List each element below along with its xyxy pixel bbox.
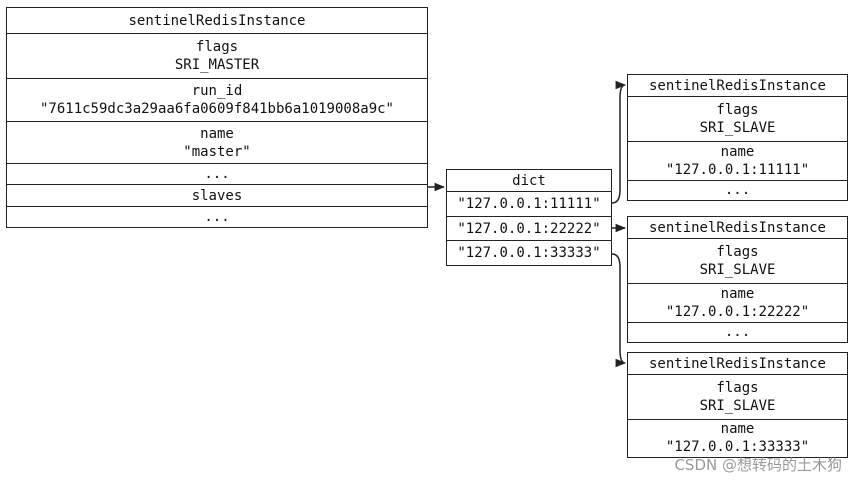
master-ellipsis-cell-2: ...: [7, 207, 427, 226]
slave-2-flags-value: SRI_SLAVE: [699, 262, 776, 278]
dict-box: dict "127.0.0.1:11111" "127.0.0.1:22222"…: [446, 169, 612, 266]
slave-1-ellipsis-cell: ...: [628, 181, 847, 199]
slave-3-name-cell: name "127.0.0.1:33333": [628, 420, 847, 456]
master-title-cell: sentinelRedisInstance: [7, 8, 427, 34]
slave-3-flags-cell: flags SRI_SLAVE: [628, 375, 847, 420]
slave-2-name-cell: name "127.0.0.1:22222": [628, 284, 847, 323]
dict-entry-3: "127.0.0.1:33333": [447, 241, 611, 264]
slave-3-name-label: name: [720, 421, 755, 437]
slave-1-title: sentinelRedisInstance: [648, 77, 826, 94]
slave-3-flags-value: SRI_SLAVE: [699, 398, 776, 414]
slave-3-title: sentinelRedisInstance: [648, 355, 826, 372]
dict-entry-2-key: "127.0.0.1:22222": [457, 220, 601, 237]
master-run-id-value: "7611c59dc3a29aa6fa0609f841bb6a1019008a9…: [39, 101, 394, 117]
slave-1-flags-value: SRI_SLAVE: [699, 120, 776, 136]
dict-entry-1: "127.0.0.1:11111": [447, 192, 611, 217]
dict-title-cell: dict: [447, 170, 611, 192]
dict-title: dict: [512, 172, 546, 189]
dict-entry-2: "127.0.0.1:22222": [447, 217, 611, 241]
slave-1-flags-label: flags: [716, 102, 759, 118]
watermark: CSDN @想转码的土木狗: [674, 456, 842, 474]
master-ellipsis-cell-1: ...: [7, 164, 427, 185]
master-title: sentinelRedisInstance: [128, 12, 306, 29]
master-flags-cell: flags SRI_MASTER: [7, 34, 427, 79]
slave-1-name-value: "127.0.0.1:11111": [665, 162, 810, 178]
slave-instance-box-2: sentinelRedisInstance flags SRI_SLAVE na…: [627, 216, 848, 343]
slave-1-flags-cell: flags SRI_SLAVE: [628, 97, 847, 142]
slave-3-title-cell: sentinelRedisInstance: [628, 353, 847, 375]
slave-2-ellipsis-cell: ...: [628, 323, 847, 341]
slave-2-name-value: "127.0.0.1:22222": [665, 304, 810, 320]
master-name-label: name: [200, 125, 234, 142]
slave-1-title-cell: sentinelRedisInstance: [628, 75, 847, 97]
arrow-dict-to-slave-3: [611, 253, 627, 368]
master-name-cell: name "master": [7, 122, 427, 164]
slave-3-flags-label: flags: [716, 380, 759, 396]
slave-instance-box-1: sentinelRedisInstance flags SRI_SLAVE na…: [627, 74, 848, 201]
slave-2-flags-cell: flags SRI_SLAVE: [628, 239, 847, 284]
slave-1-name-cell: name "127.0.0.1:11111": [628, 142, 847, 181]
dict-entry-3-key: "127.0.0.1:33333": [457, 244, 601, 261]
master-run-id-cell: run_id "7611c59dc3a29aa6fa0609f841bb6a10…: [7, 79, 427, 122]
slave-1-ellipsis: ...: [724, 182, 751, 198]
slave-2-title-cell: sentinelRedisInstance: [628, 217, 847, 239]
slave-2-flags-label: flags: [716, 244, 759, 260]
master-instance-box: sentinelRedisInstance flags SRI_MASTER r…: [6, 7, 428, 228]
master-ellipsis-2: ...: [204, 208, 230, 225]
slave-1-name-label: name: [720, 144, 755, 160]
master-flags-value: SRI_MASTER: [174, 57, 260, 73]
master-slaves-label: slaves: [191, 187, 243, 204]
dict-entry-1-key: "127.0.0.1:11111": [457, 196, 601, 212]
slave-3-name-value: "127.0.0.1:33333": [665, 439, 810, 455]
master-run-id-label: run_id: [191, 83, 243, 99]
master-slaves-cell: slaves: [7, 185, 427, 207]
slave-2-ellipsis: ...: [724, 324, 751, 340]
arrow-dict-to-slave-1: [611, 80, 627, 204]
slave-2-title: sentinelRedisInstance: [648, 219, 826, 236]
master-flags-label: flags: [195, 39, 239, 55]
master-ellipsis-1: ...: [204, 166, 230, 182]
slave-2-name-label: name: [720, 286, 755, 302]
master-name-value: "master": [183, 143, 251, 160]
slave-instance-box-3: sentinelRedisInstance flags SRI_SLAVE na…: [627, 352, 848, 458]
